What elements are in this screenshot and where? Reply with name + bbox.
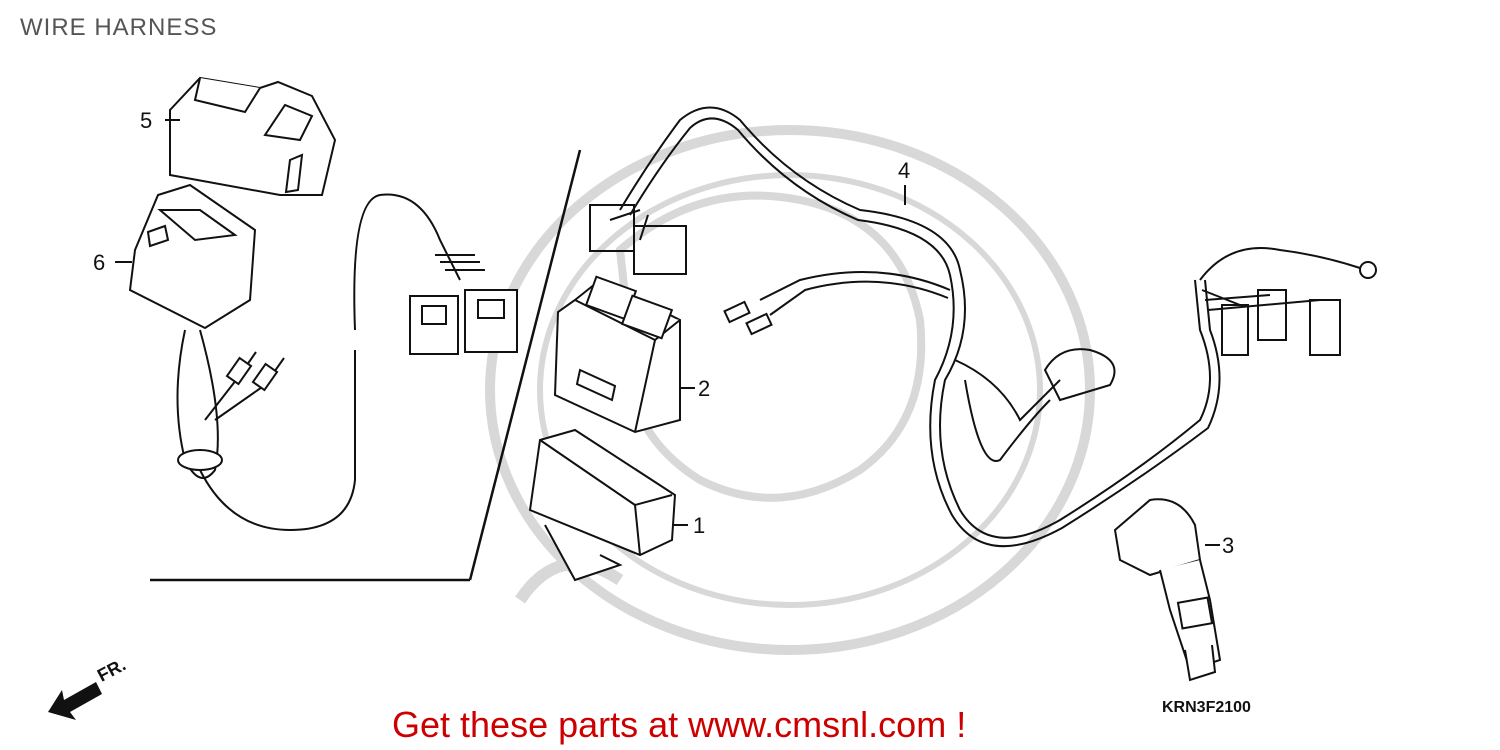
callout-3: 3 <box>1222 533 1235 558</box>
diagram-title: WIRE HARNESS <box>20 14 218 41</box>
front-direction-arrow-icon <box>48 682 102 720</box>
part-6-module <box>115 183 518 532</box>
callout-4: 4 <box>898 158 911 183</box>
diagram-code: KRN3F2100 <box>1162 699 1251 716</box>
callout-5: 5 <box>140 108 153 133</box>
part-4-harness <box>589 106 1377 548</box>
part-5-cover <box>165 76 337 196</box>
promo-link[interactable]: Get these parts at www.cmsnl.com ! <box>392 704 967 745</box>
part-1-cover <box>528 428 688 582</box>
divider-line <box>150 149 582 582</box>
callout-1: 1 <box>693 513 706 538</box>
part-3-cap <box>1113 498 1222 682</box>
part-2-unit <box>553 275 695 434</box>
callout-6: 6 <box>93 250 106 275</box>
callout-2: 2 <box>698 376 711 401</box>
